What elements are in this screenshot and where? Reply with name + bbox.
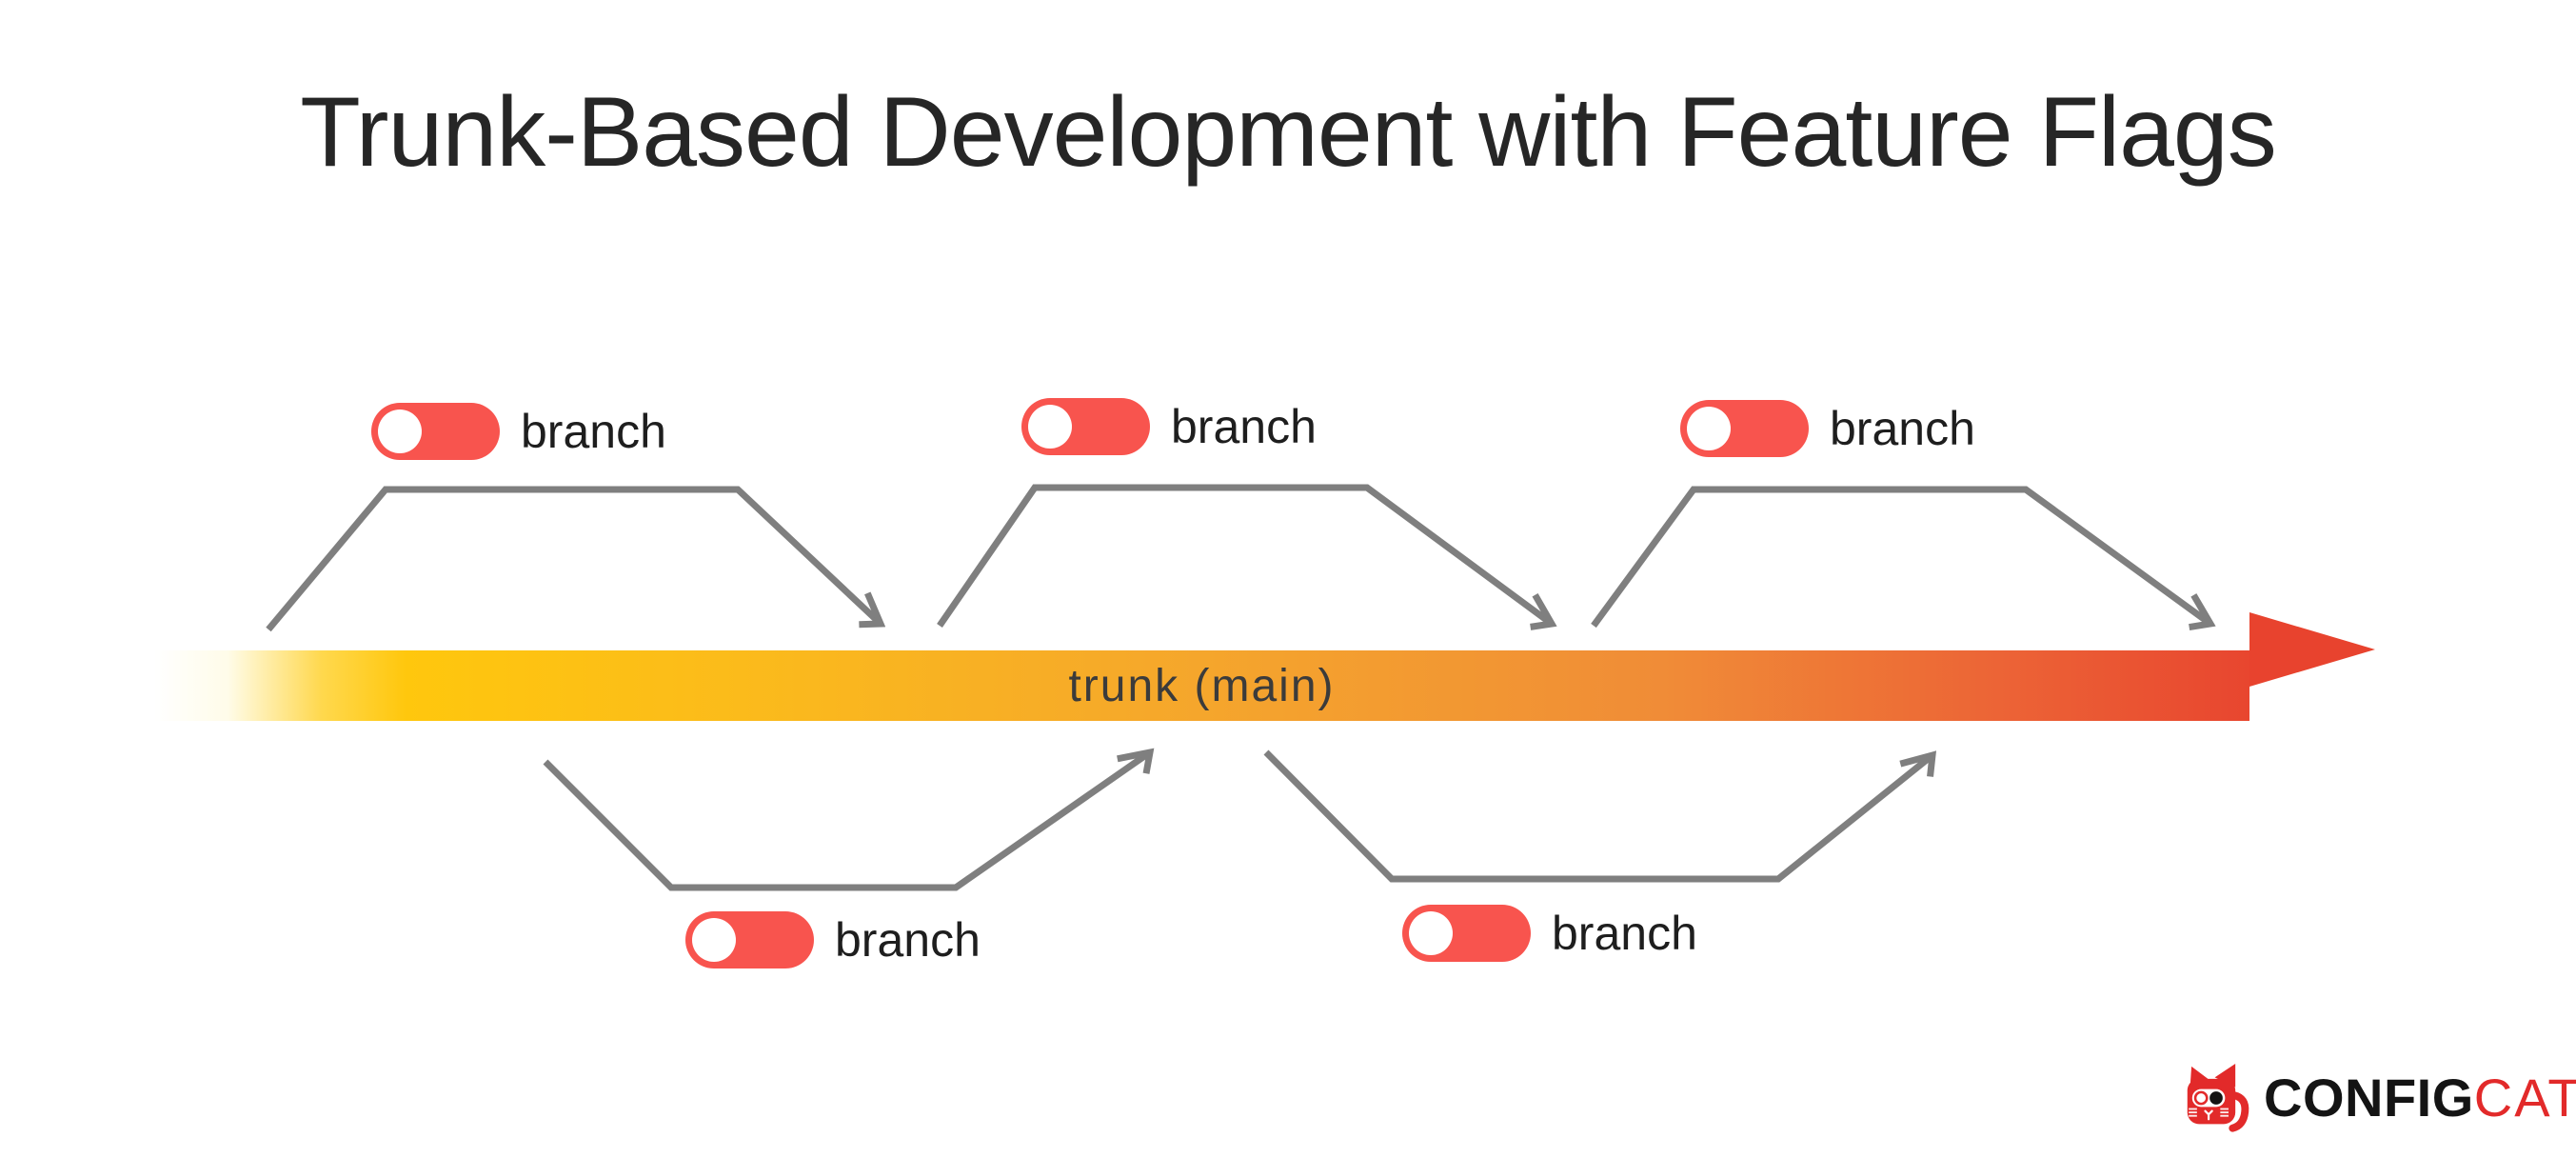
branch-path-top-1 bbox=[266, 486, 881, 632]
configcat-logo: CONFIGCAT bbox=[2182, 1063, 2576, 1133]
branch-path-bottom-2 bbox=[1263, 749, 1932, 883]
branch-label: branch bbox=[835, 913, 981, 967]
branch-label: branch bbox=[1830, 402, 1975, 455]
feature-flag-top-1: branch bbox=[371, 403, 666, 460]
feature-flag-top-2: branch bbox=[1021, 398, 1317, 455]
toggle-knob bbox=[1687, 407, 1731, 450]
branch-path-top-3 bbox=[1591, 486, 2210, 626]
toggle-on-icon bbox=[1021, 398, 1150, 455]
toggle-on-icon bbox=[1680, 400, 1809, 457]
toggle-on-icon bbox=[1402, 905, 1531, 962]
logo-text-cat: CAT bbox=[2473, 1068, 2576, 1128]
logo-text-config: CONFIG bbox=[2264, 1068, 2474, 1128]
branch-label: branch bbox=[521, 405, 666, 458]
branch-path-bottom-1 bbox=[543, 752, 1150, 891]
branch-path-top-2 bbox=[937, 484, 1552, 626]
toggle-knob bbox=[1409, 911, 1453, 955]
toggle-knob bbox=[1028, 405, 1072, 449]
branch-label: branch bbox=[1552, 907, 1697, 960]
feature-flag-bottom-2: branch bbox=[1402, 905, 1697, 962]
toggle-on-icon bbox=[685, 911, 814, 968]
toggle-knob bbox=[692, 918, 736, 962]
feature-flag-bottom-1: branch bbox=[685, 911, 981, 968]
page-title: Trunk-Based Development with Feature Fla… bbox=[300, 77, 2277, 188]
toggle-on-icon bbox=[371, 403, 500, 460]
feature-flag-top-3: branch bbox=[1680, 400, 1975, 457]
configcat-cat-icon bbox=[2187, 1064, 2249, 1132]
trunk-arrowhead bbox=[2249, 612, 2375, 687]
branch-label: branch bbox=[1171, 400, 1317, 453]
toggle-knob bbox=[378, 409, 422, 453]
configcat-wordmark: CONFIGCAT bbox=[2264, 1071, 2576, 1125]
trunk-arrow: trunk (main) bbox=[154, 650, 2249, 721]
trunk-label: trunk (main) bbox=[1068, 660, 1336, 711]
